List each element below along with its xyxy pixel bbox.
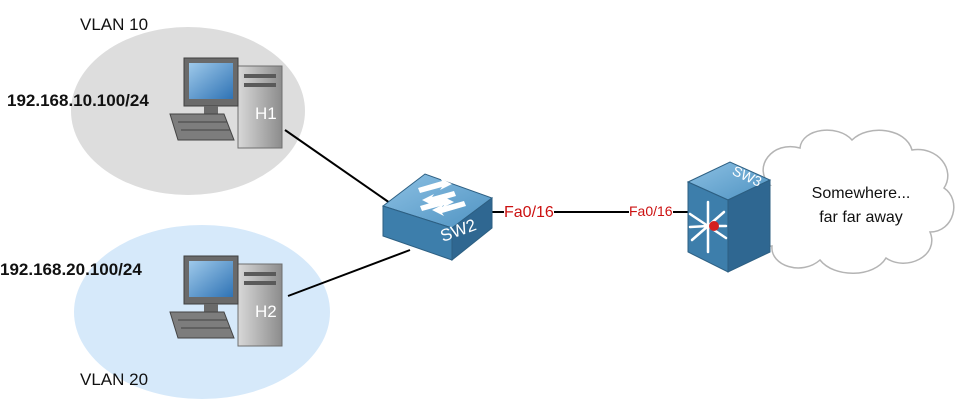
multilayer-switch-icon — [686, 161, 772, 273]
sw2-port-label: Fa0/16 — [504, 204, 554, 222]
pc-icon — [169, 255, 283, 347]
cable-h2-sw2 — [287, 249, 411, 297]
switch-icon — [381, 173, 494, 262]
h2-ip-label: 192.168.20.100/24 — [0, 260, 142, 279]
h1-ip-label: 192.168.10.100/24 — [7, 91, 149, 110]
h2-label: H2 — [255, 302, 277, 321]
cloud-line-2: far far away — [819, 209, 903, 226]
sw3-port-label: Fa0/16 — [629, 203, 673, 219]
h1-label: H1 — [255, 104, 277, 123]
vlan20-label: VLAN 20 — [80, 370, 149, 389]
cable-h1-sw2 — [284, 129, 391, 204]
vlan10-label: VLAN 10 — [80, 15, 149, 34]
pc-icon — [169, 57, 283, 149]
cloud-line-1: Somewhere... — [811, 185, 911, 202]
cloud-label: Somewhere... far far away — [806, 182, 916, 230]
